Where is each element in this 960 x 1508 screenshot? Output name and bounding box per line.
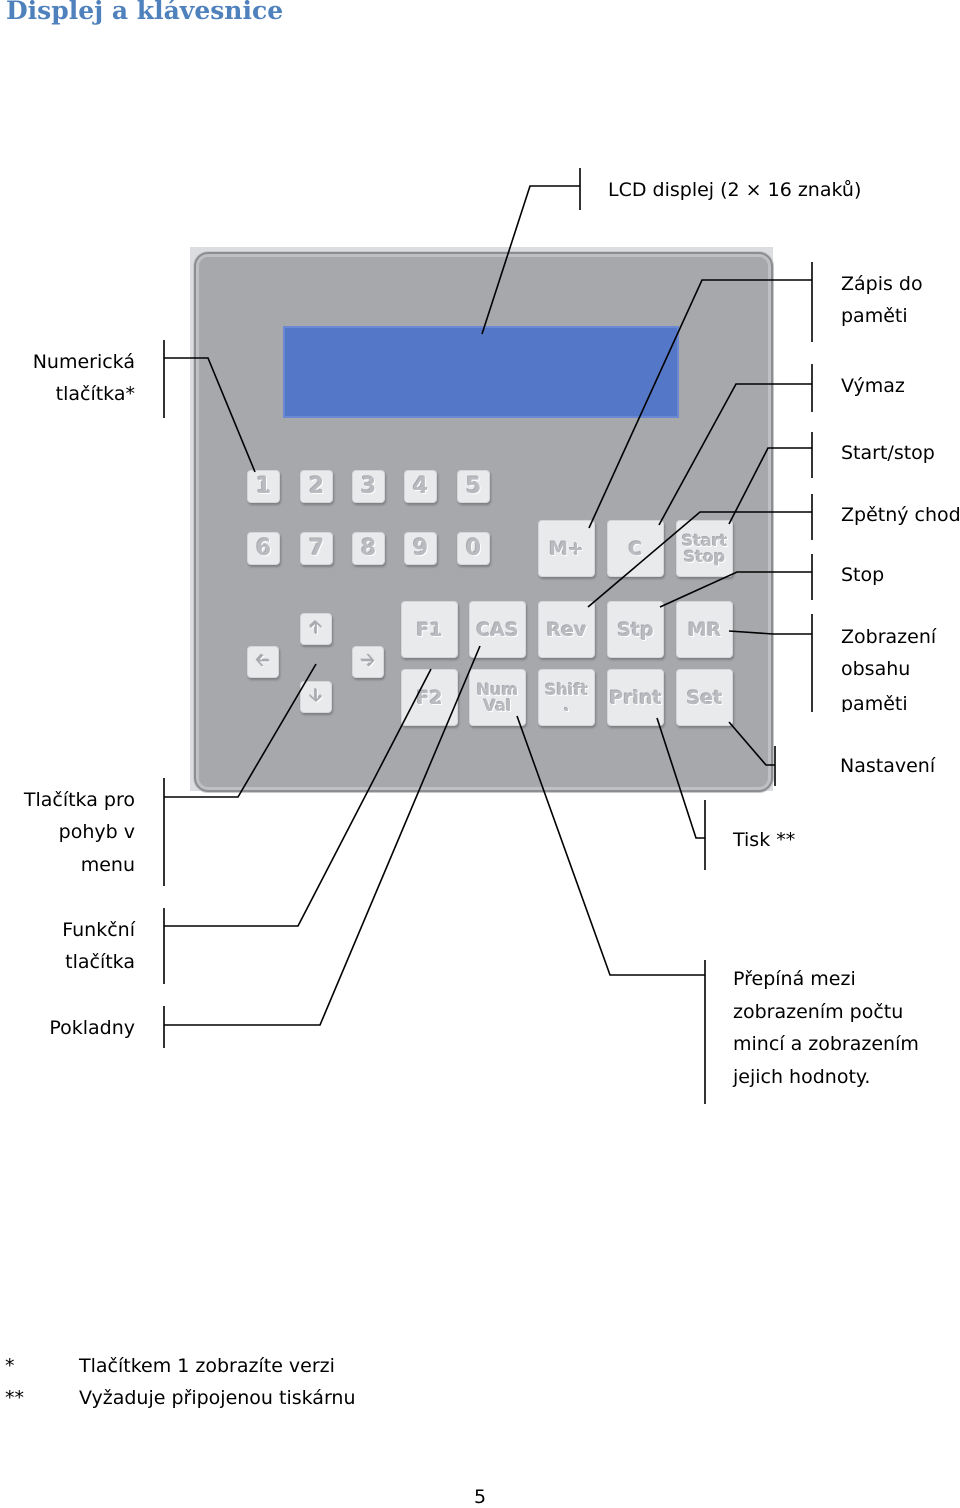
leader-stop: [659, 571, 812, 608]
label-pohyb-1: Tlačítka pro: [23, 789, 135, 811]
leader-pohyb: [164, 663, 317, 798]
key-f1[interactable]: F1: [401, 601, 458, 658]
key-rev[interactable]: Rev: [538, 601, 595, 658]
label-nastaveni: Nastavení: [840, 755, 936, 777]
arrow-down-icon: 🡣: [309, 685, 323, 706]
key-num-label: Num: [476, 679, 519, 699]
label-pohyb-2: pohyb v: [58, 821, 135, 843]
key-6[interactable]: 6: [247, 532, 280, 565]
key-8[interactable]: 8: [352, 532, 385, 565]
leader-lcd: [481, 185, 580, 335]
label-numericka-2: tlačítka*: [55, 383, 135, 405]
page-title: Displej a klávesnice: [6, 0, 284, 25]
label-zapis-1: Zápis do: [841, 273, 923, 295]
label-prepina-3: mincí a zobrazením: [733, 1033, 919, 1055]
footnote-text-1: Tlačítkem 1 zobrazíte verzi: [79, 1355, 335, 1377]
key-2[interactable]: 2: [300, 470, 333, 503]
label-start-stop: Start/stop: [841, 442, 935, 464]
key-5[interactable]: 5: [457, 470, 490, 503]
leader-prepina: [516, 715, 705, 976]
key-start-label: Start: [681, 530, 728, 550]
key-shift-dot: .: [563, 695, 570, 715]
page-number: 5: [474, 1486, 487, 1508]
label-lcd: LCD displej (2 × 16 znaků): [608, 179, 862, 201]
key-7[interactable]: 7: [300, 532, 333, 565]
leader-start-stop: [728, 447, 812, 525]
footnote-text-2: Vyžaduje připojenou tiskárnu: [79, 1387, 356, 1409]
key-1[interactable]: 1: [247, 470, 280, 503]
label-zpetny: Zpětný chod: [841, 504, 960, 526]
label-prepina-1: Přepíná mezi: [733, 968, 856, 990]
key-set[interactable]: Set: [676, 669, 733, 726]
label-zapis-2: paměti: [841, 305, 908, 327]
label-stop: Stop: [841, 564, 885, 586]
arrow-down-key[interactable]: 🡣: [300, 681, 332, 713]
leader-zapis: [588, 279, 812, 529]
arrow-up-icon: 🡡: [309, 617, 323, 638]
footnote-mark-1: *: [5, 1355, 15, 1377]
key-3[interactable]: 3: [352, 470, 385, 503]
label-pohyb-3: menu: [80, 854, 135, 876]
leader-nastaveni: [728, 721, 775, 766]
label-numericka-1: Numerická: [32, 351, 135, 373]
leader-funkcni: [164, 668, 432, 927]
key-stp[interactable]: Stp: [607, 601, 664, 658]
leader-pokladny: [164, 645, 481, 1026]
key-shift[interactable]: Shift .: [538, 669, 595, 726]
key-cas[interactable]: CAS: [469, 601, 526, 658]
leader-numericka: [164, 357, 256, 473]
leader-zpetny: [587, 511, 812, 608]
label-pokladny: Pokladny: [49, 1017, 135, 1039]
key-0[interactable]: 0: [457, 532, 490, 565]
key-m-plus[interactable]: M+: [538, 520, 595, 577]
label-zobrazeni-3: paměti: [841, 693, 908, 712]
lcd-display: [283, 326, 679, 418]
key-start-stop[interactable]: Start Stop: [676, 520, 733, 577]
label-prepina-2: zobrazením počtu: [733, 1001, 904, 1023]
key-print[interactable]: Print: [607, 669, 664, 726]
arrow-left-key[interactable]: 🡠: [247, 646, 279, 678]
label-funkcni-1: Funkční: [62, 919, 135, 941]
key-shift-label: Shift: [544, 679, 588, 699]
key-4[interactable]: 4: [404, 470, 437, 503]
footnote-mark-2: **: [5, 1387, 24, 1409]
label-tisk: Tisk **: [733, 829, 796, 851]
label-zobrazeni-1: Zobrazení: [841, 626, 937, 648]
key-val-label: Val: [483, 695, 512, 715]
leader-vymaz: [658, 383, 812, 526]
arrow-right-key[interactable]: 🡢: [352, 646, 384, 678]
leader-zobrazeni: [728, 630, 812, 635]
label-funkcni-2: tlačítka: [65, 951, 135, 973]
key-stop-label: Stop: [683, 546, 726, 566]
arrow-left-icon: 🡠: [256, 650, 270, 671]
arrow-right-icon: 🡢: [361, 650, 375, 671]
key-9[interactable]: 9: [404, 532, 437, 565]
leader-tisk: [656, 717, 705, 839]
label-prepina-4: jejich hodnoty.: [733, 1066, 871, 1088]
label-vymaz: Výmaz: [841, 375, 905, 397]
arrow-up-key[interactable]: 🡡: [300, 613, 332, 645]
key-num-val[interactable]: Num Val: [469, 669, 526, 726]
key-mr[interactable]: MR: [676, 601, 733, 658]
key-f2[interactable]: F2: [401, 669, 458, 726]
label-zobrazeni-2: obsahu: [841, 658, 911, 680]
